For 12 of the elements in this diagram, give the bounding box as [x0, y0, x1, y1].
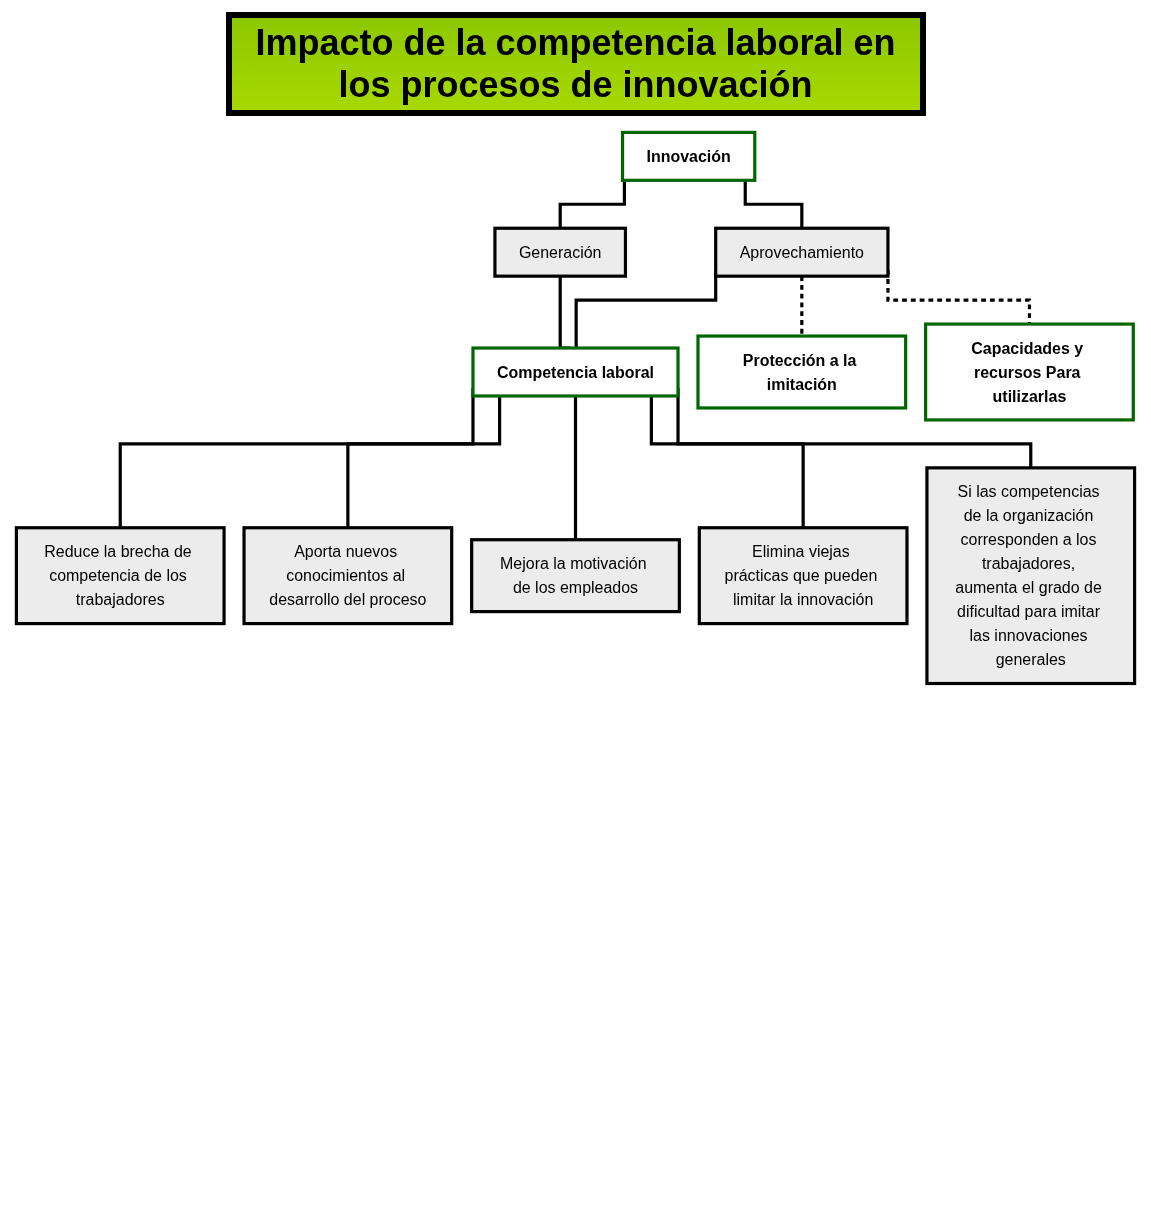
node-box: Protección a la imitación: [696, 334, 908, 410]
node-box: Mejora la motivación de los empleados: [470, 538, 681, 614]
node-box: Reduce la brecha de competencia de los trabajadores: [14, 526, 226, 626]
node-box: Aprovechamiento: [714, 226, 890, 278]
title: Impacto de la competencia laboral en los procesos de innovación: [225, 12, 926, 116]
node-box: Elimina viejas prácticas que pueden limitar la innovación: [697, 526, 909, 626]
node-box: Innovación: [620, 130, 757, 182]
node-box: Competencia laboral: [471, 346, 680, 398]
node-box: Generación: [493, 226, 628, 278]
node-box: Si las competencias de la organización corresponden a los trabajadores, aumenta el grado de dificultad para imitar las innovaciones generales: [925, 466, 1137, 686]
node-box: Aporta nuevos conocimientos al desarrollo del proceso: [242, 526, 454, 626]
node-box: Capacidades y recursos Para utilizarlas: [924, 322, 1135, 422]
